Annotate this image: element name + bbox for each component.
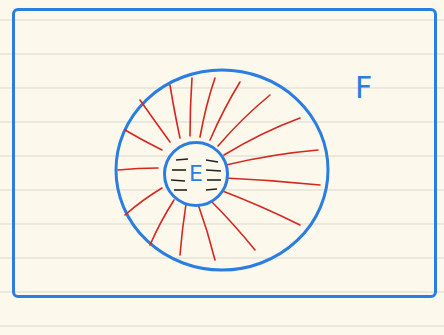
charge-circle: E <box>163 141 229 207</box>
node-label: E <box>189 163 203 185</box>
field-lines <box>118 78 320 260</box>
node-label: F <box>355 73 372 103</box>
outer-ellipse <box>116 70 328 270</box>
region-box: FE <box>12 8 437 298</box>
